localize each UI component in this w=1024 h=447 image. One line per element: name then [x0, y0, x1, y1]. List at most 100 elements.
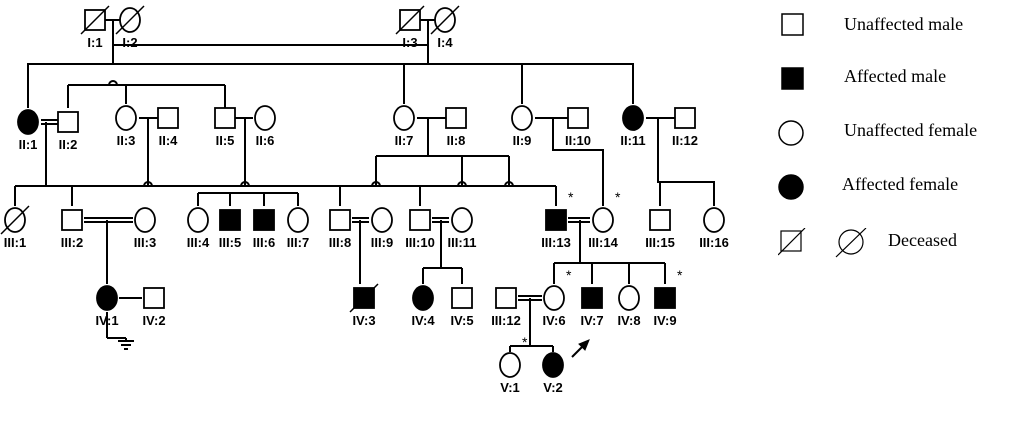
legend-unaffected-male: Unaffected male — [770, 6, 1024, 40]
legend-affected-female: Affected female — [770, 168, 1024, 202]
legend-label-deceased: Deceased — [888, 230, 957, 250]
individual-iii-10: III:10 — [405, 209, 435, 250]
legend-unaffected-female: Unaffected female — [770, 114, 1024, 148]
affected-female-symbol — [96, 285, 118, 311]
unaffected-female-symbol — [592, 207, 614, 233]
unaffected-male-symbol — [57, 111, 79, 133]
individual-label: III:6 — [253, 235, 275, 250]
legend-affected-male: Affected male — [770, 60, 1024, 94]
line-crossing-hop — [457, 181, 467, 187]
unaffected-female-symbol — [511, 105, 533, 131]
individual-iv-7: IV:7 — [580, 287, 604, 328]
individual-iv-3: IV:3 — [349, 283, 379, 328]
line-crossing-hop — [240, 181, 250, 187]
individual-iv-5: IV:5 — [450, 287, 474, 328]
star-marker: * — [568, 189, 574, 205]
individual-ii-2: II:2 — [57, 111, 79, 152]
individual-label: III:3 — [134, 235, 156, 250]
individual-v-2: V:2 — [542, 352, 564, 395]
individual-i-1: I:1 — [80, 5, 110, 50]
individual-iii-12: III:12 — [491, 287, 521, 328]
unaffected-female-symbol — [393, 105, 415, 131]
unaffected-female-symbol — [187, 207, 209, 233]
affected-male-icon — [781, 67, 804, 90]
pedigree-lines — [14, 19, 715, 358]
affected-female-symbol — [412, 285, 434, 311]
individual-label: IV:4 — [411, 313, 435, 328]
individual-i-4: I:4 — [430, 5, 460, 50]
individual-iii-11: III:11 — [448, 207, 476, 250]
affected-female-icon — [778, 174, 804, 200]
individual-label: III:13 — [541, 235, 571, 250]
individual-label: III:8 — [329, 235, 351, 250]
individual-iii-5: III:5 — [219, 209, 241, 250]
individual-label: I:4 — [437, 35, 453, 50]
line-crossing-hop — [504, 181, 514, 187]
individual-label: I:2 — [122, 35, 137, 50]
individual-label: IV:8 — [617, 313, 640, 328]
individual-ii-7: II:7 — [393, 105, 415, 148]
deceased-slash — [115, 5, 145, 35]
individual-label: III:4 — [187, 235, 210, 250]
individual-label: III:2 — [61, 235, 83, 250]
affected-female-symbol — [542, 352, 564, 378]
deceased-slash — [395, 5, 425, 35]
individual-iii-15: III:15 — [645, 209, 675, 250]
descent-line — [657, 118, 715, 206]
unaffected-male-symbol — [214, 107, 236, 129]
individual-label: II:3 — [117, 133, 136, 148]
individual-iii-7: III:7 — [287, 207, 309, 250]
unaffected-male-symbol — [61, 209, 83, 231]
legend-label-affected-male: Affected male — [844, 66, 947, 86]
unaffected-female-symbol — [543, 285, 565, 311]
individual-label: I:3 — [402, 35, 417, 50]
line-crossing-hop — [108, 80, 118, 86]
individual-iv-2: IV:2 — [142, 287, 166, 328]
individual-label: III:14 — [588, 235, 618, 250]
individual-ii-12: II:12 — [672, 107, 698, 148]
individual-label: V:2 — [543, 380, 563, 395]
unaffected-male-symbol — [157, 107, 179, 129]
individual-iii-8: III:8 — [329, 209, 351, 250]
individual-label: IV:3 — [352, 313, 375, 328]
deceased-slash — [80, 5, 110, 35]
legend-label-unaffected-female: Unaffected female — [844, 120, 978, 140]
sibship-line — [27, 63, 634, 108]
descent-line — [552, 118, 604, 206]
deceased-slash — [430, 5, 460, 35]
unaffected-female-symbol — [618, 285, 640, 311]
line-crossing-hop — [371, 181, 381, 187]
individual-ii-10: II:10 — [565, 107, 591, 148]
line-crossing-hop — [143, 181, 153, 187]
individual-iv-6: IV:6* — [542, 267, 572, 328]
individual-label: III:1 — [4, 235, 26, 250]
individual-label: II:9 — [513, 133, 532, 148]
individual-label: II:8 — [447, 133, 466, 148]
affected-female-symbol — [17, 109, 39, 135]
unaffected-male-symbol — [329, 209, 351, 231]
star-marker: * — [677, 267, 683, 283]
unaffected-male-symbol — [451, 287, 473, 309]
affected-male-symbol — [654, 287, 676, 309]
individual-iii-4: III:4 — [187, 207, 210, 250]
individual-iii-6: III:6 — [253, 209, 275, 250]
unaffected-male-symbol — [649, 209, 671, 231]
unaffected-male-symbol — [674, 107, 696, 129]
unaffected-male-symbol — [143, 287, 165, 309]
individual-label: IV:7 — [580, 313, 603, 328]
legend: Unaffected male Affected male Unaffected… — [770, 0, 1024, 447]
individual-label: I:1 — [87, 35, 102, 50]
individual-ii-8: II:8 — [445, 107, 467, 148]
individual-label: IV:1 — [95, 313, 118, 328]
individual-iii-3: III:3 — [134, 207, 156, 250]
unaffected-male-icon — [781, 13, 804, 36]
unaffected-female-symbol — [115, 105, 137, 131]
deceased-slash — [0, 205, 30, 235]
individual-label: III:7 — [287, 235, 309, 250]
individual-iv-8: IV:8 — [617, 285, 641, 328]
proband-arrow-head — [578, 339, 590, 351]
individual-iv-9: IV:9* — [653, 267, 683, 328]
legend-deceased: Deceased — [770, 222, 1024, 258]
individual-iii-1: III:1 — [0, 205, 30, 250]
